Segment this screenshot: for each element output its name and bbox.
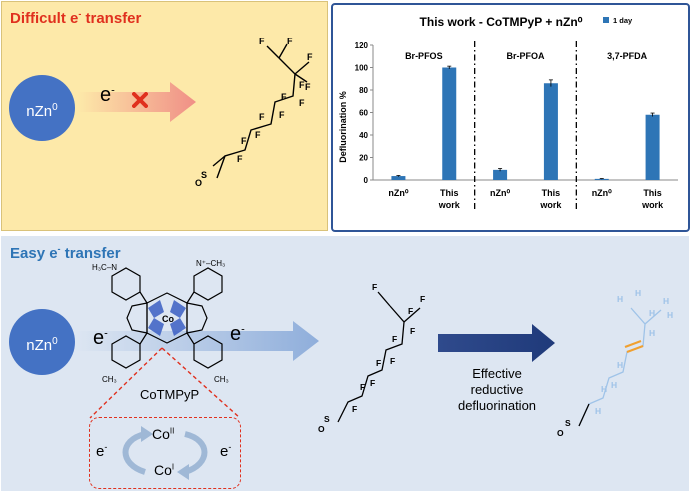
svg-text:H: H — [663, 296, 669, 306]
category-label: This — [440, 188, 459, 198]
bar — [391, 176, 406, 180]
defluorination-chart: This work - CoTMPyP + nZn⁰ 1 day Defluor… — [331, 3, 690, 232]
co-i-label: CoI — [154, 462, 175, 478]
legend-swatch — [603, 17, 609, 23]
svg-text:F: F — [392, 334, 397, 344]
bar — [594, 178, 609, 180]
svg-text:F: F — [259, 112, 265, 122]
svg-text:F: F — [279, 110, 285, 120]
svg-text:S: S — [565, 418, 571, 428]
svg-text:F: F — [376, 358, 381, 368]
cycle-electron-left: e- — [96, 442, 108, 460]
svg-text:F: F — [287, 38, 293, 46]
svg-text:F: F — [410, 326, 415, 336]
electron-label-top: e- — [100, 84, 115, 106]
svg-text:F: F — [372, 282, 377, 292]
group-label: 3,7-PFDA — [607, 51, 648, 61]
svg-text:F: F — [241, 136, 247, 146]
svg-text:S: S — [201, 170, 207, 180]
svg-text:F: F — [305, 82, 311, 92]
category-label: This — [643, 188, 662, 198]
group-label: Br-PFOA — [507, 51, 546, 61]
defluorination-arrow-icon — [438, 324, 555, 362]
difficult-transfer-title: Difficult e- transfer — [10, 9, 142, 27]
co-ii-label: CoII — [152, 426, 175, 442]
y-tick-label: 0 — [364, 176, 369, 185]
bar — [543, 83, 558, 180]
svg-text:F: F — [307, 52, 313, 62]
y-tick-label: 120 — [355, 41, 369, 50]
svg-text:O: O — [557, 428, 564, 438]
co-redox-cycle-box — [89, 417, 241, 489]
svg-text:F: F — [370, 378, 375, 388]
defluorinated-product-molecule: HH HH HH HH HH SO — [557, 288, 673, 438]
cobalt-center-label: Co — [162, 314, 174, 324]
svg-text:F: F — [299, 98, 305, 108]
category-label: work — [641, 200, 664, 210]
easy-transfer-panel — [1, 236, 689, 491]
category-label: work — [539, 200, 562, 210]
chart-title: This work - CoTMPyP + nZn⁰ — [420, 15, 583, 29]
y-tick-label: 40 — [359, 131, 368, 140]
catalyst-callout-lines — [89, 347, 241, 419]
svg-text:H: H — [649, 308, 655, 318]
svg-text:S: S — [324, 414, 330, 424]
svg-text:H: H — [595, 406, 601, 416]
category-label: This — [542, 188, 561, 198]
bar — [493, 169, 508, 180]
svg-text:F: F — [237, 154, 243, 164]
legend-label: 1 day — [613, 16, 633, 25]
category-label: nZn⁰ — [490, 188, 510, 198]
bar — [645, 114, 660, 180]
bar — [442, 67, 457, 180]
nzn-particle-bottom: nZn0 — [9, 309, 75, 375]
y-tick-label: 20 — [359, 154, 368, 163]
svg-text:F: F — [420, 294, 425, 304]
svg-text:F: F — [255, 130, 261, 140]
svg-text:H: H — [635, 288, 641, 298]
svg-text:H: H — [617, 360, 623, 370]
svg-text:F: F — [299, 80, 305, 90]
cotmpyp-structure: Co H₃C–N N⁺–CH₃ CH₃ CH₃ — [92, 259, 229, 384]
svg-text:O: O — [195, 178, 202, 188]
svg-text:H: H — [649, 328, 655, 338]
svg-text:F: F — [352, 404, 357, 414]
y-tick-label: 100 — [355, 64, 369, 73]
svg-text:H: H — [611, 380, 617, 390]
y-axis-label: Defluorination % — [338, 91, 348, 163]
svg-text:F: F — [360, 382, 365, 392]
svg-text:F: F — [408, 306, 413, 316]
pfas-molecule-bottom: FF FF FF FF FF SO — [318, 282, 425, 434]
methyl-label-bottom-left: CH₃ — [102, 375, 117, 384]
category-label: nZn⁰ — [388, 188, 408, 198]
electron-label-left: e- — [93, 327, 108, 349]
category-label: work — [438, 200, 461, 210]
methyl-label-bottom-right: CH₃ — [214, 375, 229, 384]
svg-text:F: F — [390, 356, 395, 366]
svg-text:H: H — [667, 310, 673, 320]
cycle-electron-right: e- — [220, 442, 232, 460]
cross-icon — [132, 92, 148, 108]
methyl-label-top-left: H₃C–N — [92, 263, 117, 272]
effective-defluorination-text: Effective reductive defluorination — [457, 366, 537, 413]
svg-text:H: H — [601, 384, 607, 394]
category-label: nZn⁰ — [592, 188, 612, 198]
easy-transfer-title: Easy e- transfer — [10, 244, 121, 262]
catalyst-label: CoTMPyP — [140, 387, 200, 402]
svg-text:F: F — [281, 92, 287, 102]
nzn-particle-top: nZn0 — [9, 75, 75, 141]
svg-text:H: H — [617, 294, 623, 304]
group-label: Br-PFOS — [405, 51, 443, 61]
svg-text:F: F — [259, 38, 265, 46]
y-tick-label: 80 — [359, 86, 368, 95]
redox-cycle-arrows-icon — [122, 426, 208, 480]
chart-canvas: This work - CoTMPyP + nZn⁰ 1 day Defluor… — [338, 15, 678, 210]
svg-text:O: O — [318, 424, 325, 434]
y-tick-label: 60 — [359, 109, 368, 118]
methyl-label-top-right: N⁺–CH₃ — [196, 259, 225, 268]
electron-label-right: e- — [230, 323, 245, 345]
